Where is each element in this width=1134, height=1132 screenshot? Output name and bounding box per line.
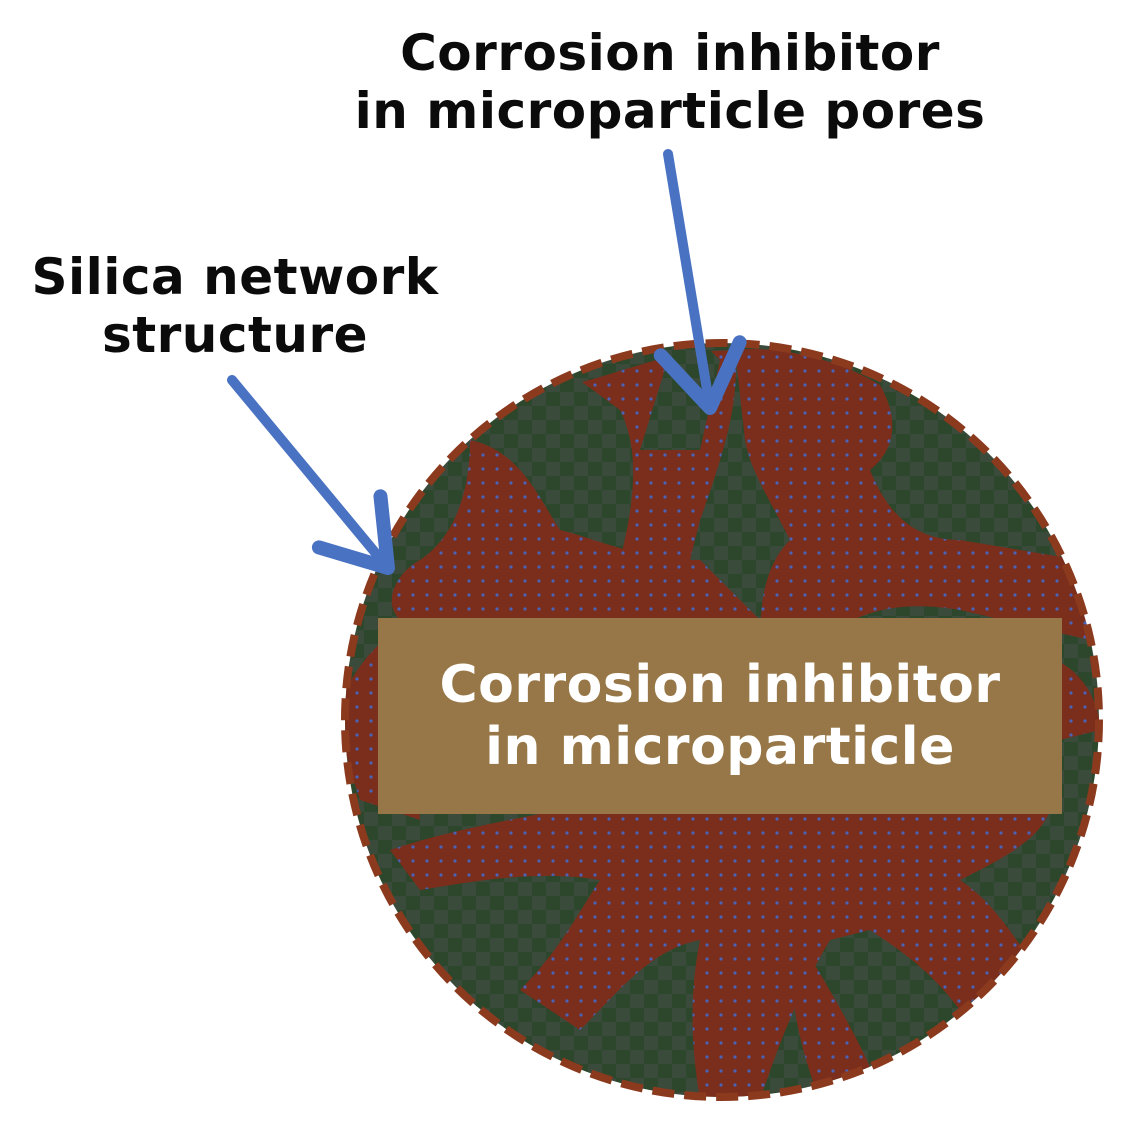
silica-branch bbox=[790, 940, 880, 1097]
silica-arrow bbox=[227, 375, 395, 575]
silica-callout-line-1: Silica network bbox=[31, 248, 439, 306]
core-label-line-2: in microparticle bbox=[485, 717, 955, 777]
core-label-line-1: Corrosion inhibitor bbox=[439, 655, 1001, 715]
silica-branch bbox=[390, 810, 1050, 1097]
pores-arrow bbox=[653, 149, 747, 415]
silica-branch bbox=[391, 440, 740, 640]
silica-branch bbox=[735, 349, 1090, 640]
pores-callout-line-2: in microparticle pores bbox=[354, 82, 986, 140]
pores-callout-label: Corrosion inhibitor in microparticle por… bbox=[340, 24, 1000, 140]
silica-network bbox=[345, 343, 1099, 1097]
silica-callout-line-2: structure bbox=[101, 306, 369, 364]
silica-callout-label: Silica network structure bbox=[20, 248, 450, 364]
pores-callout-line-1: Corrosion inhibitor bbox=[400, 24, 940, 82]
core-inhibitor-band: Corrosion inhibitor in microparticle bbox=[378, 618, 1062, 814]
silica-branch bbox=[1055, 660, 1099, 740]
